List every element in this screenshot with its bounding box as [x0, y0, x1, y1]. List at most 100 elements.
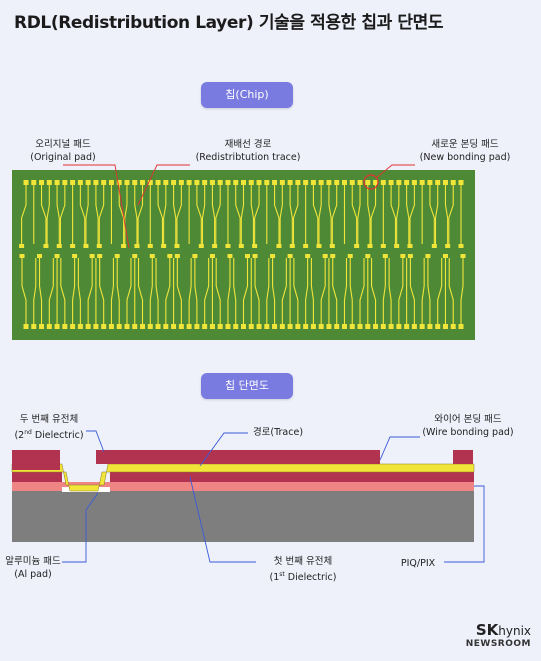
leader-second-dielectric [86, 430, 105, 453]
redistribution-trace [40, 185, 47, 244]
redistribution-trace [124, 185, 128, 244]
original-pad [147, 244, 153, 248]
new-bonding-pad [435, 324, 441, 329]
leader-piq [444, 485, 485, 563]
redistribution-trace [320, 258, 326, 324]
redistribution-trace [176, 185, 182, 244]
al-pad-label: 알루미늄 패드 (Al pad) [0, 555, 66, 581]
new-bonding-pad [54, 324, 60, 329]
new-bonding-pad [450, 180, 456, 185]
new-bonding-pad [427, 180, 433, 185]
new-bonding-pad [365, 180, 371, 185]
original-pad-label: 오리지널 패드 (Original pad) [18, 138, 108, 164]
new-bonding-pad [194, 324, 200, 329]
new-bonding-pad [310, 324, 316, 329]
redistribution-trace [250, 185, 255, 244]
original-pad [192, 254, 198, 258]
new-bonding-pad [303, 180, 309, 185]
new-bonding-pad [318, 180, 324, 185]
redistribution-trace [254, 185, 260, 244]
leader-al-pad [62, 492, 99, 563]
original-pad [83, 244, 89, 248]
new-bonding-pad [458, 324, 464, 329]
redistribution-trace [87, 258, 93, 324]
original-pad [89, 254, 95, 258]
substrate-layer [12, 490, 474, 542]
redistribution-trace [272, 258, 276, 324]
new-pad-label: 새로운 본딩 패드 (New bonding pad) [410, 138, 520, 164]
original-pad [322, 254, 328, 258]
redistribution-trace [60, 258, 66, 324]
original-pad [227, 254, 233, 258]
redistribution-trace [305, 258, 309, 324]
new-bonding-pad [264, 324, 270, 329]
new-bonding-pad [427, 324, 433, 329]
new-bonding-pad [116, 324, 122, 329]
original-pad [400, 254, 406, 258]
new-bonding-pad [411, 324, 417, 329]
original-pad [209, 254, 215, 258]
original-pad [394, 244, 400, 248]
original-pad [380, 244, 386, 248]
redistribution-trace [437, 258, 443, 324]
new-bonding-pad [155, 180, 161, 185]
new-bonding-pad [124, 180, 130, 185]
original-pad [407, 254, 413, 258]
new-bonding-pad [349, 180, 355, 185]
new-bonding-pad [233, 324, 239, 329]
new-bonding-pad [404, 180, 410, 185]
new-bonding-pad [295, 324, 301, 329]
new-pad-label-en: (New bonding pad) [419, 152, 511, 163]
redistribution-trace [211, 185, 216, 244]
new-bonding-pad [178, 180, 184, 185]
original-pad [161, 244, 167, 248]
redistribution-trace [188, 258, 192, 324]
new-bonding-pad [373, 324, 379, 329]
new-bonding-pad [458, 180, 464, 185]
original-pad [134, 244, 140, 248]
redistribution-trace [56, 185, 60, 244]
redistribution-trace [157, 185, 164, 244]
redistribution-trace [429, 185, 435, 244]
first-dielectric-label-ko: 첫 번째 유전체 [273, 556, 333, 567]
redistribution-trace [85, 185, 89, 244]
new-bonding-pad [186, 180, 192, 185]
sk-hynix-logo: SKhynix NEWSROOM [466, 622, 531, 649]
wire-pad-label-en: (Wire bonding pad) [422, 427, 514, 438]
original-pad [19, 254, 25, 258]
new-bonding-pad [140, 324, 146, 329]
new-bonding-pad [248, 180, 254, 185]
redistribution-trace [233, 258, 237, 324]
redistribution-trace [235, 185, 241, 244]
chip-pill: 칩(Chip) [201, 82, 293, 108]
original-pad [382, 254, 388, 258]
original-pad [174, 244, 180, 248]
leader-first-dielectric [189, 476, 256, 563]
leader-lines [62, 164, 485, 563]
original-pad [174, 254, 180, 258]
new-bonding-pad [256, 180, 262, 185]
redistribution-trace [33, 258, 37, 324]
original-pad [56, 244, 62, 248]
redistribution-trace [149, 258, 153, 324]
first-dielectric-label-en: (1st Dielectric) [269, 571, 337, 584]
redistribution-trace [173, 185, 177, 244]
new-bonding-pad [419, 180, 425, 185]
original-pad [365, 254, 371, 258]
piq-pix-label: PIQ/PIX [400, 558, 436, 569]
logo-newsroom: NEWSROOM [465, 639, 531, 649]
redistribution-trace [98, 185, 105, 244]
new-bonding-pad [194, 180, 200, 185]
trace-label-en: (Redistribtution trace) [195, 152, 301, 163]
original-pad [198, 244, 204, 248]
redistribution-trace [242, 258, 249, 324]
new-bonding-pad [334, 324, 340, 329]
original-pad [19, 244, 25, 248]
new-bonding-pad [295, 180, 301, 185]
original-pad [329, 244, 335, 248]
new-bonding-pad [163, 324, 169, 329]
new-bonding-pad [241, 324, 246, 329]
new-bonding-pad [411, 180, 417, 185]
original-pad [72, 254, 78, 258]
